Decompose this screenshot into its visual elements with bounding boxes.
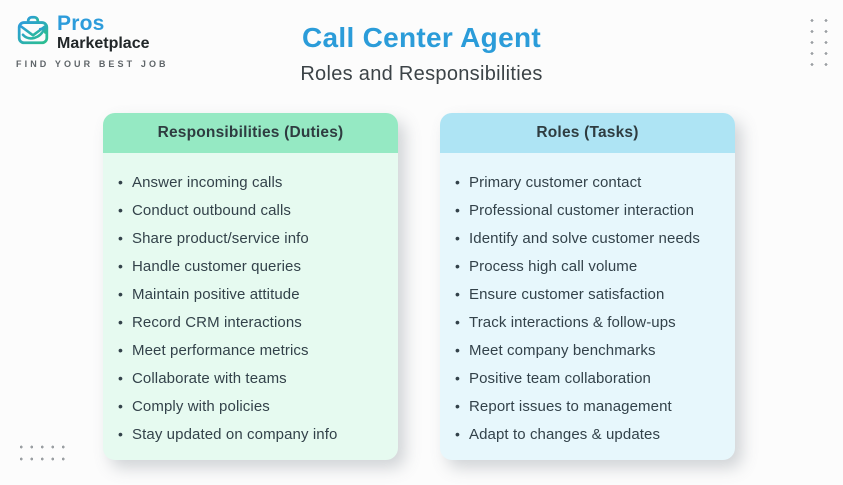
list-item: Conduct outbound calls (118, 196, 384, 224)
responsibilities-list: Answer incoming callsConduct outbound ca… (103, 168, 398, 448)
list-item: Meet company benchmarks (455, 336, 721, 364)
brand-tagline: FIND YOUR BEST JOB (16, 59, 169, 69)
list-item: Report issues to management (455, 392, 721, 420)
list-item: Process high call volume (455, 252, 721, 280)
dots-decoration-top-right (803, 13, 830, 68)
briefcase-arrow-icon (16, 13, 57, 52)
brand-logo: Pros Marketplace FIND YOUR BEST JOB (16, 13, 169, 69)
list-item: Adapt to changes & updates (455, 420, 721, 448)
list-item: Meet performance metrics (118, 336, 384, 364)
list-item: Handle customer queries (118, 252, 384, 280)
list-item: Comply with policies (118, 392, 384, 420)
roles-card: Roles (Tasks) Primary customer contactPr… (440, 113, 735, 460)
brand-name-primary: Pros (57, 12, 105, 35)
list-item: Stay updated on company info (118, 420, 384, 448)
roles-card-title: Roles (Tasks) (440, 113, 735, 153)
list-item: Professional customer interaction (455, 196, 721, 224)
list-item: Identify and solve customer needs (455, 224, 721, 252)
list-item: Collaborate with teams (118, 364, 384, 392)
list-item: Answer incoming calls (118, 168, 384, 196)
dots-decoration-bottom-left (14, 438, 68, 463)
list-item: Maintain positive attitude (118, 280, 384, 308)
roles-list: Primary customer contactProfessional cus… (440, 168, 735, 448)
list-item: Positive team collaboration (455, 364, 721, 392)
list-item: Primary customer contact (455, 168, 721, 196)
responsibilities-card: Responsibilities (Duties) Answer incomin… (103, 113, 398, 460)
list-item: Ensure customer satisfaction (455, 280, 721, 308)
list-item: Track interactions & follow-ups (455, 308, 721, 336)
brand-name-secondary: Marketplace (57, 35, 150, 52)
list-item: Record CRM interactions (118, 308, 384, 336)
list-item: Share product/service info (118, 224, 384, 252)
responsibilities-card-title: Responsibilities (Duties) (103, 113, 398, 153)
